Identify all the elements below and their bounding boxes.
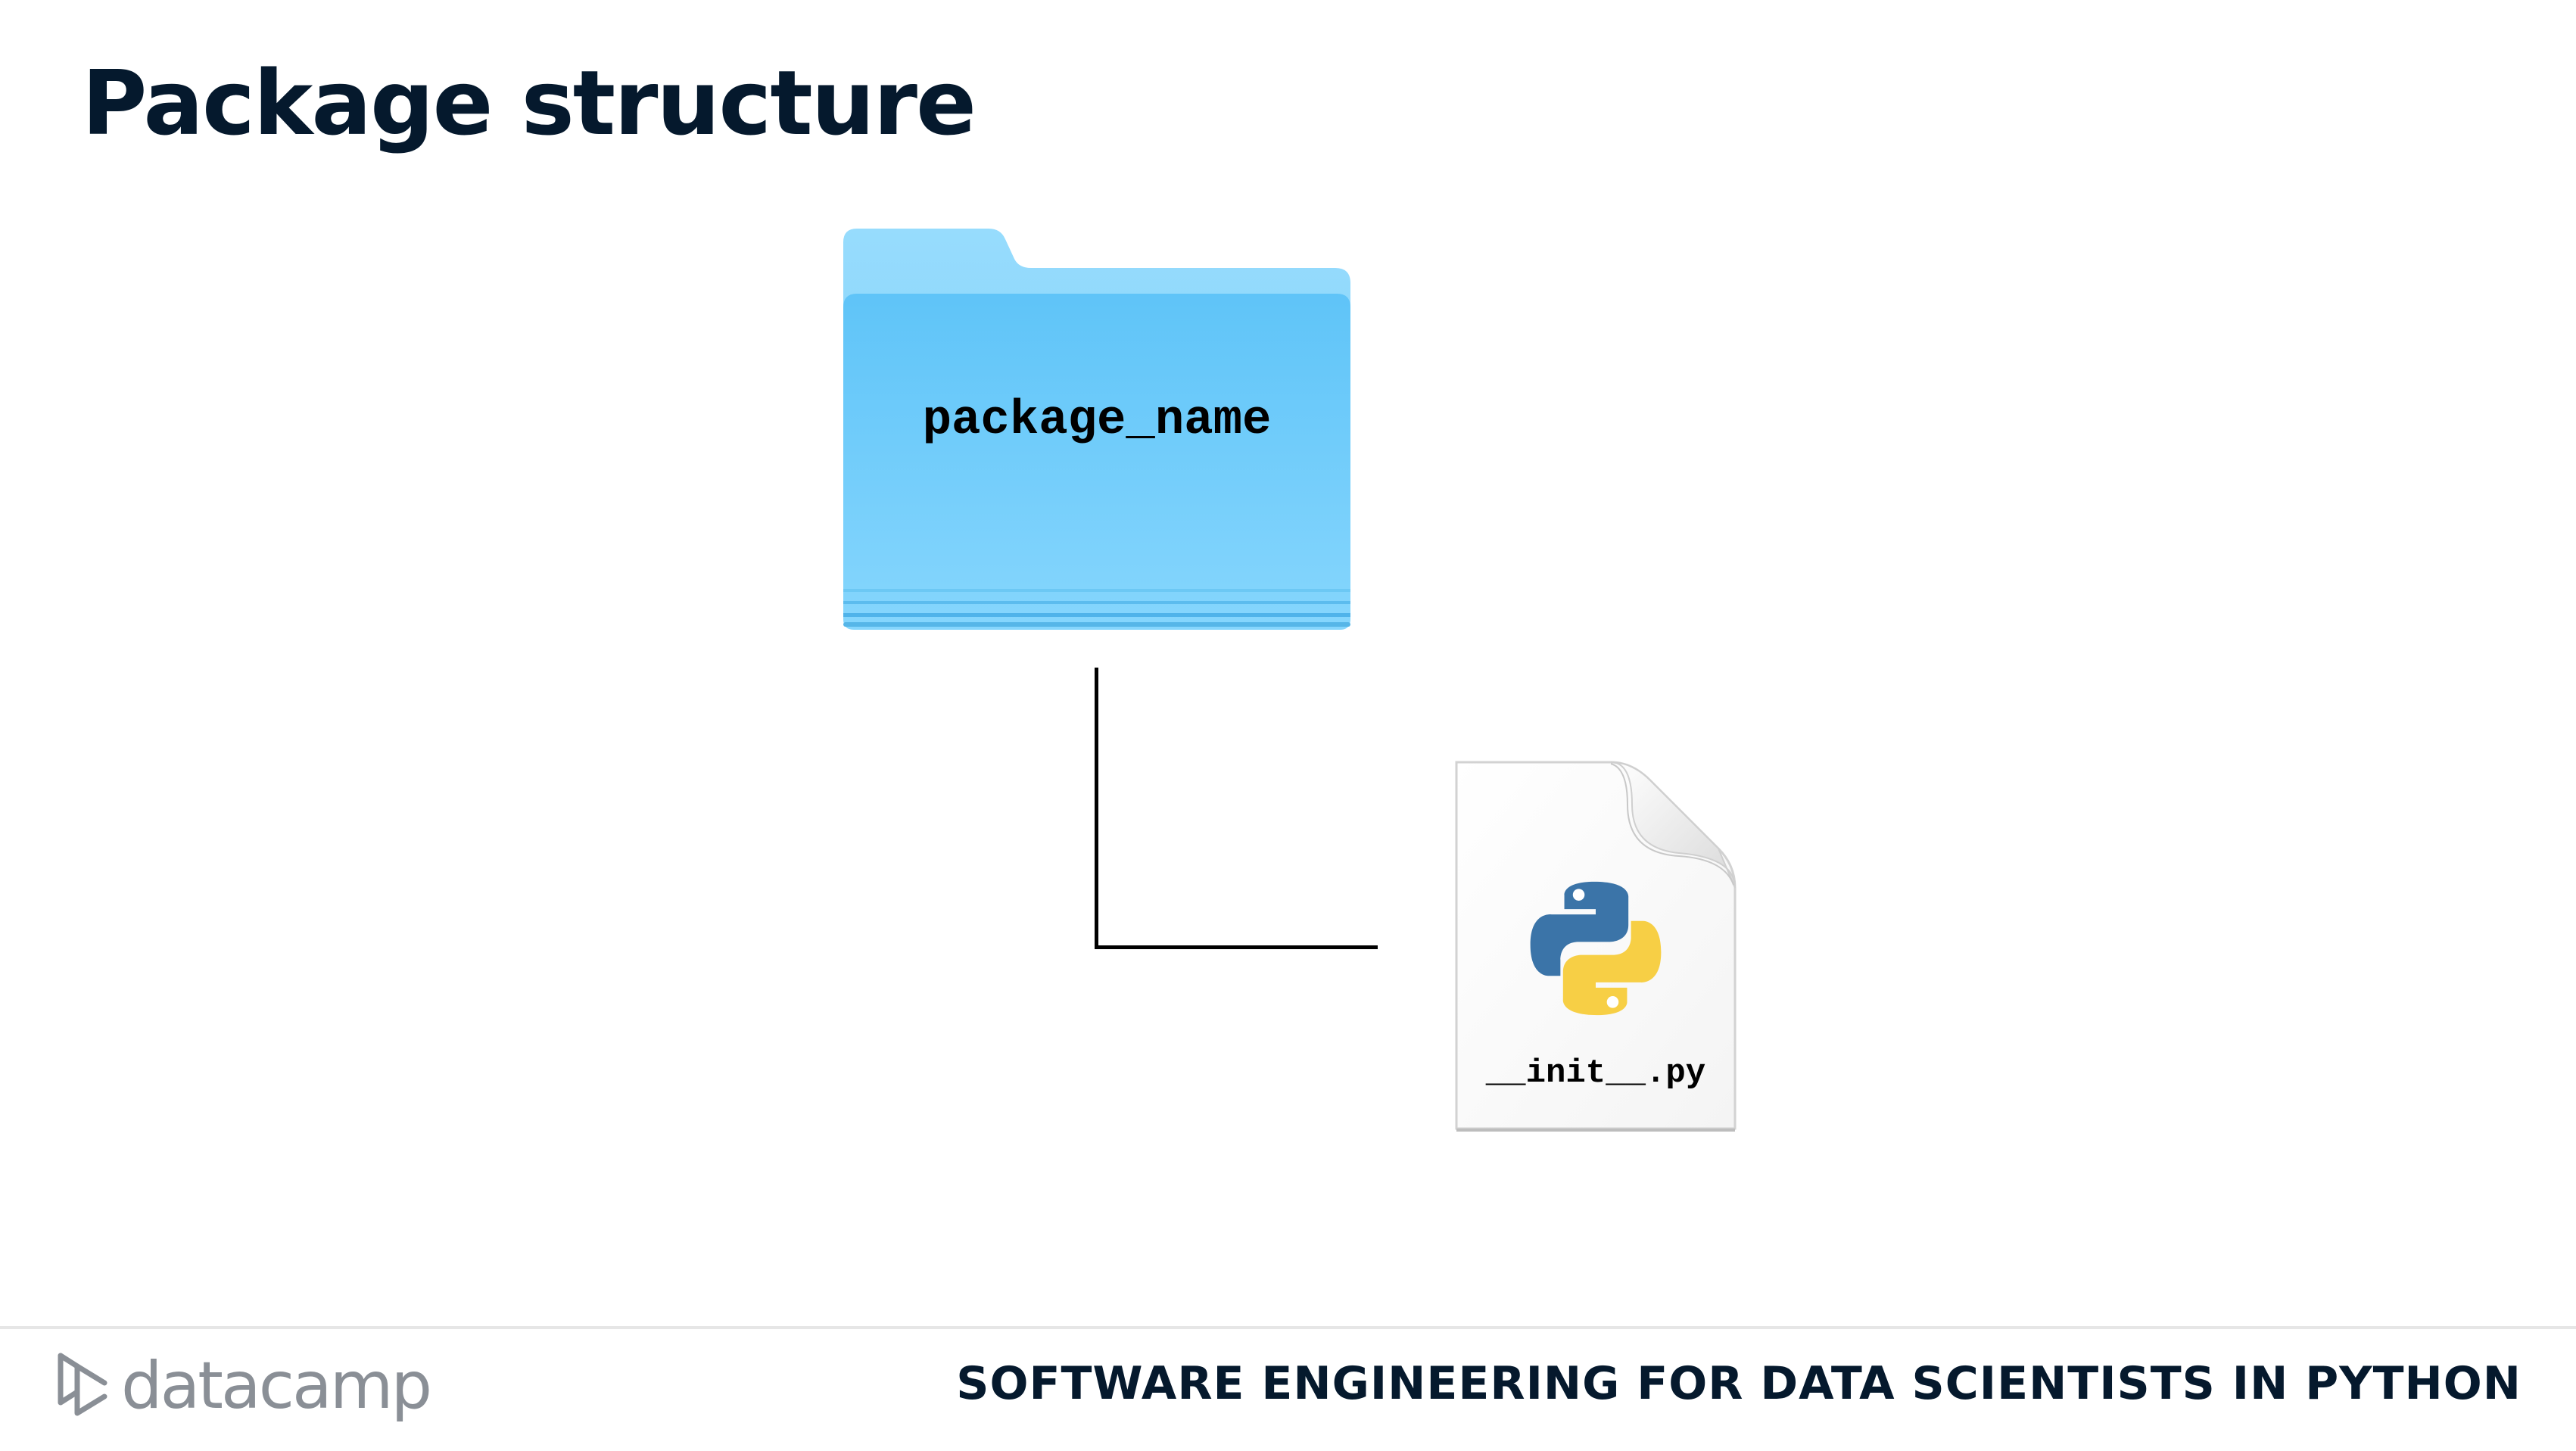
folder-label: package_name bbox=[922, 394, 1272, 448]
footer-divider bbox=[0, 1326, 2576, 1329]
file-label: __init__.py bbox=[1485, 1054, 1706, 1092]
datacamp-logo-icon bbox=[58, 1353, 107, 1416]
folder-icon bbox=[843, 229, 1350, 630]
tree-connector-vertical bbox=[1095, 668, 1098, 949]
file-icon bbox=[1455, 761, 1737, 1132]
datacamp-wordmark: datacamp bbox=[121, 1348, 432, 1424]
tree-connector-horizontal bbox=[1095, 945, 1378, 949]
course-name: SOFTWARE ENGINEERING FOR DATA SCIENTISTS… bbox=[956, 1357, 2521, 1410]
python-logo-icon bbox=[1530, 881, 1662, 1016]
slide-title: Package structure bbox=[82, 51, 977, 155]
